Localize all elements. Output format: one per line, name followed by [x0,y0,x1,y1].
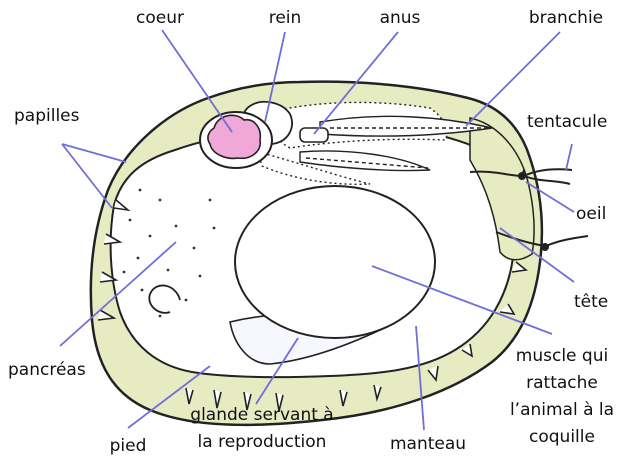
pointer-tentacule [566,144,572,170]
eye-dot-lower [541,243,549,251]
anus-tube [300,128,328,142]
label-papilles: papilles [14,106,80,126]
label-glande-line-2: la reproduction [190,429,333,456]
label-rein: rein [269,8,302,28]
pointer-papilles-2 [62,144,112,208]
label-pancreas: pancréas [8,360,86,380]
label-anus: anus [380,8,421,28]
label-muscle-line-1: muscle qui [510,343,614,370]
label-manteau: manteau [390,434,466,454]
label-tentacule: tentacule [527,112,607,132]
adductor-muscle [235,186,435,338]
label-muscle: muscle qui rattache l’animal à la coquil… [510,343,614,451]
label-glande: glande servant à la reproduction [190,402,333,456]
label-branchie: branchie [529,8,603,28]
label-muscle-line-2: rattache [510,370,614,397]
pointer-papilles-1 [62,144,126,162]
label-oeil: oeil [576,204,606,224]
label-muscle-line-3: l’animal à la [510,397,614,424]
label-tete: tête [574,292,608,312]
label-glande-line-1: glande servant à [190,402,333,429]
label-pied: pied [110,436,147,456]
label-muscle-line-4: coquille [510,424,614,451]
label-coeur: coeur [136,8,184,28]
eye-dot-upper [518,172,526,180]
